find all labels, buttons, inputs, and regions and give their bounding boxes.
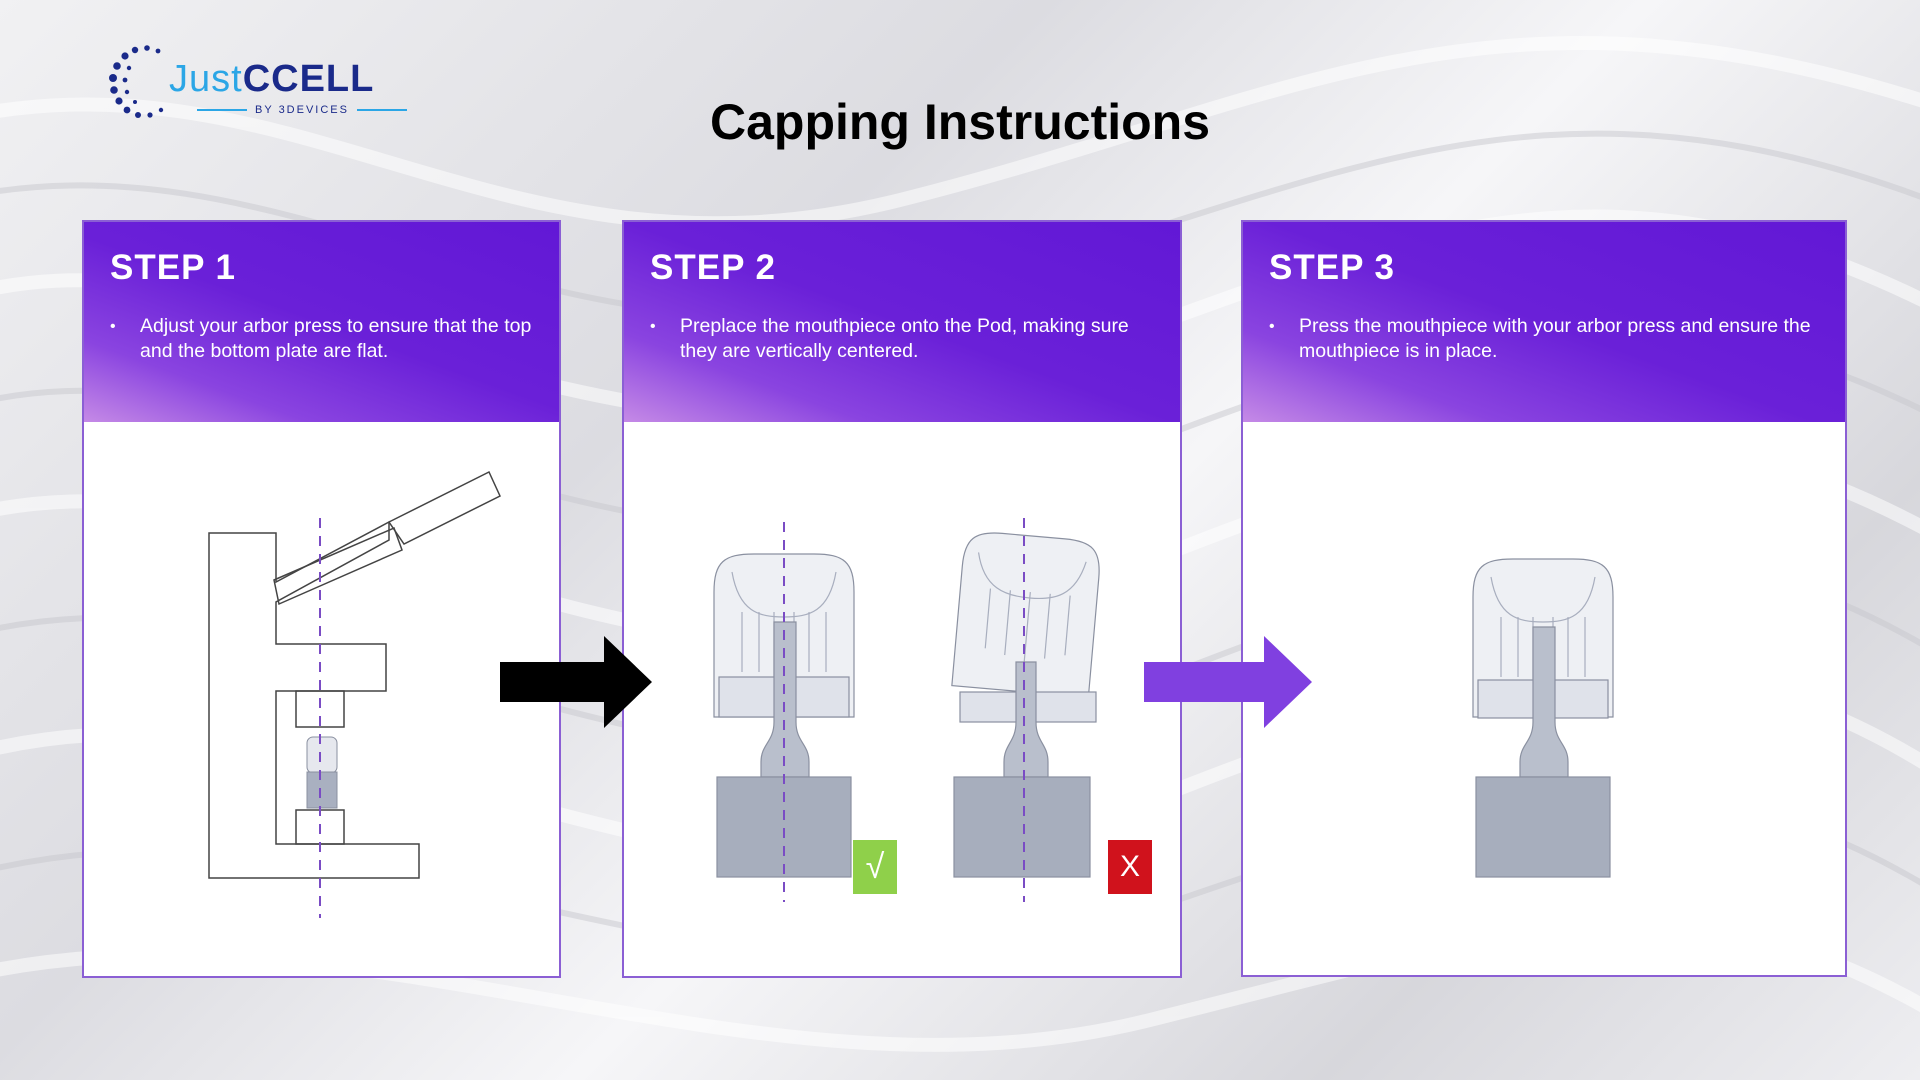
arbor-press-frame [208,520,420,879]
arbor-press-handle [387,470,501,545]
arrow-right-icon [500,636,652,728]
logo-sub-text: BY 3DEVICES [255,104,349,116]
step-2-list: Preplace the mouthpiece onto the Pod, ma… [650,314,1160,364]
step-3-header: STEP 3 Press the mouthpiece with your ar… [1243,222,1845,422]
step-2-card: STEP 2 Preplace the mouthpiece onto the … [622,220,1182,978]
logo-sub-line-left [197,109,248,111]
step-1-card: STEP 1 Adjust your arbor press to ensure… [82,220,561,978]
arbor-press-lever [273,526,403,606]
step-3-list: Press the mouthpiece with your arbor pre… [1269,314,1825,364]
step-2-header: STEP 2 Preplace the mouthpiece onto the … [624,222,1180,422]
step-3-title: STEP 3 [1269,248,1395,287]
logo-word-just: Just [169,58,243,100]
arrow-right-icon [1144,636,1312,728]
step-1-pod [306,736,338,809]
step-2-title: STEP 2 [650,248,776,287]
step-1-title: STEP 1 [110,248,236,287]
pod-tilted [951,532,1100,878]
step-1-header: STEP 1 Adjust your arbor press to ensure… [84,222,559,422]
page-title: Capping Instructions [0,93,1920,151]
brand-logo: JustCCELL BY 3DEVICES [105,42,425,127]
step-2-illustration-area [624,422,1180,976]
logo-wordmark: JustCCELL [169,58,374,101]
step-1-illustration-area [84,422,559,976]
step-2-pods-illustration [713,518,1100,902]
step-2-bullet: Preplace the mouthpiece onto the Pod, ma… [650,314,1160,364]
logo-sub-line-right [356,109,408,111]
logo-subtitle: BY 3DEVICES [197,104,408,116]
step-1-bullet: Adjust your arbor press to ensure that t… [110,314,539,364]
page-title-text: Capping Instructions [710,94,1210,150]
arrow-1-shape [500,636,652,728]
step-1-list: Adjust your arbor press to ensure that t… [110,314,539,364]
arbor-press-ram [295,690,345,728]
pod-pressed [1472,558,1614,878]
step-3-pod-illustration [1472,558,1614,878]
arbor-press-illustration [208,470,501,918]
arrow-2-shape [1144,636,1312,728]
step-3-illustration-area [1243,422,1845,975]
logo-word-ccell: CCELL [242,58,375,100]
logo-dots-icon [109,45,164,118]
step-3-bullet: Press the mouthpiece with your arbor pre… [1269,314,1825,364]
step-3-card: STEP 3 Press the mouthpiece with your ar… [1241,220,1847,977]
